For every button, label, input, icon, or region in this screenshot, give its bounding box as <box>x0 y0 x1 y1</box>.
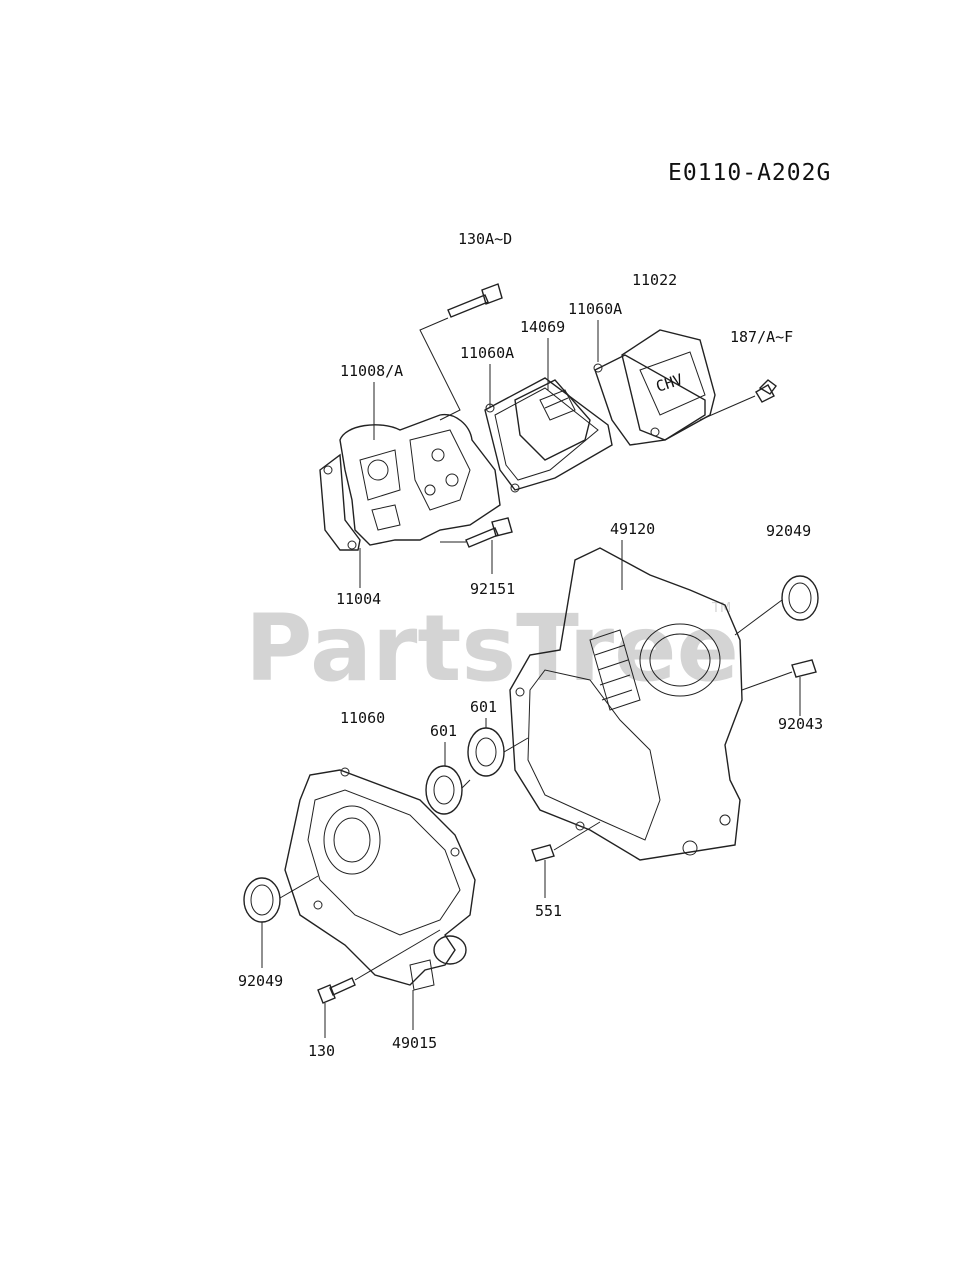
callout-49120: 49120 <box>610 520 655 538</box>
crankcase-cover <box>284 767 476 991</box>
oil-seal-top <box>734 575 819 636</box>
callout-11004: 11004 <box>336 590 381 608</box>
callout-11008: 11008/A <box>340 362 403 380</box>
dowel-pin <box>741 659 817 691</box>
callout-130a-d: 130A~D <box>458 230 512 248</box>
callout-601-right: 601 <box>470 698 497 716</box>
watermark: PartsTree <box>245 595 739 702</box>
cylinder-head <box>339 413 501 546</box>
cover-screw <box>699 379 777 421</box>
callout-92043: 92043 <box>778 715 823 733</box>
bearing-right <box>467 727 529 777</box>
watermark-tm: TM <box>711 601 731 616</box>
breather-cover <box>514 379 591 461</box>
callout-11060a-right: 11060A <box>568 300 622 318</box>
callout-leaders <box>261 320 801 1038</box>
callout-601-left: 601 <box>430 722 457 740</box>
bearing-left <box>425 765 471 815</box>
oil-seal-bottom <box>243 875 319 923</box>
callout-187: 187/A~F <box>730 328 793 346</box>
callout-92049-top: 92049 <box>766 522 811 540</box>
callout-130: 130 <box>308 1042 335 1060</box>
callout-551: 551 <box>535 902 562 920</box>
pin <box>531 821 601 862</box>
rocker-gasket-right <box>593 354 706 446</box>
crankcase <box>509 547 743 861</box>
callout-14069: 14069 <box>520 318 565 336</box>
callout-11060: 11060 <box>340 709 385 727</box>
stud-bolt <box>440 517 513 548</box>
diagram-code: E0110-A202G <box>668 160 832 186</box>
cover-bolt <box>317 929 441 1004</box>
callout-92049-bottom: 92049 <box>238 972 283 990</box>
rocker-gasket-left <box>484 377 613 493</box>
rocker-cover: CHV <box>621 329 716 441</box>
callout-11022: 11022 <box>632 271 677 289</box>
callout-11060a-left: 11060A <box>460 344 514 362</box>
head-gasket <box>319 453 361 551</box>
callout-49015: 49015 <box>392 1034 437 1052</box>
callout-92151: 92151 <box>470 580 515 598</box>
head-bolt <box>419 283 503 421</box>
